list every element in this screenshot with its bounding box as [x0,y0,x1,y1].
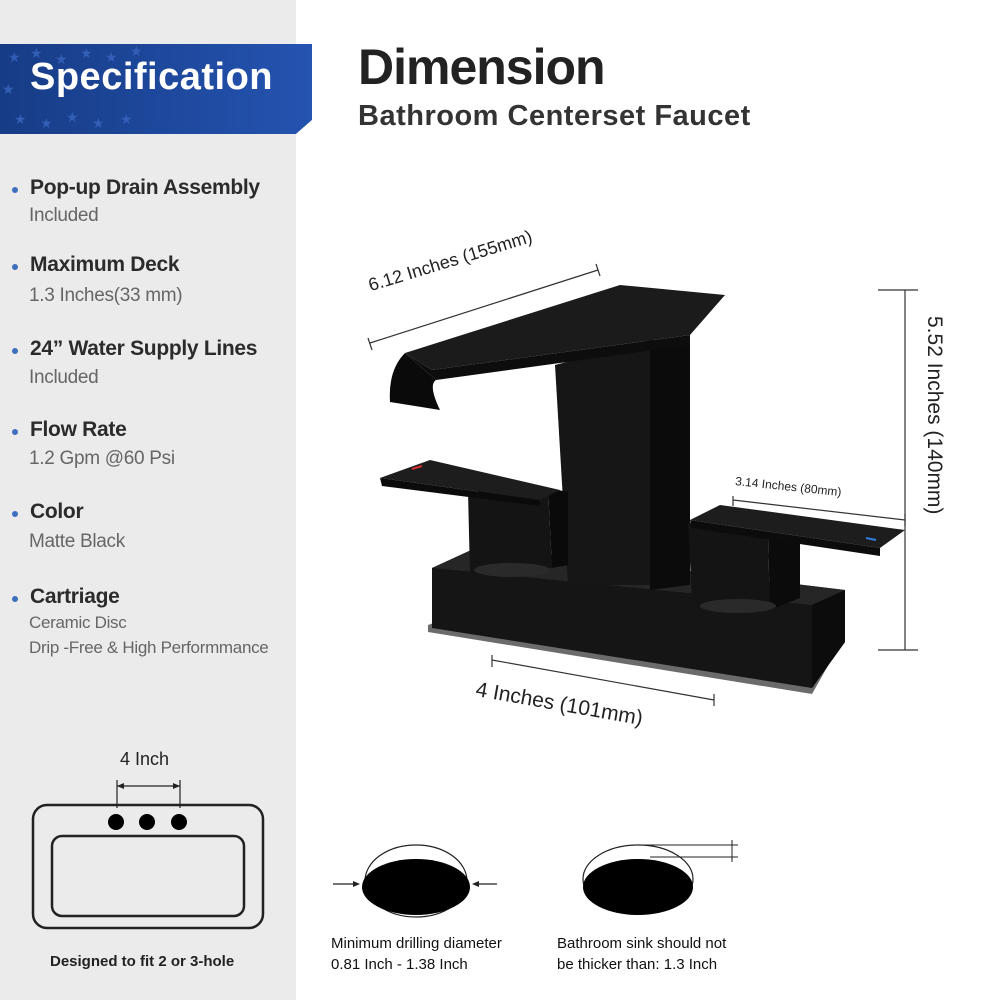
specification-panel [0,0,296,1000]
svg-text:★: ★ [8,49,21,65]
svg-text:★: ★ [40,115,53,131]
spec-label: Cartriage [30,585,120,608]
height-label: 5.52 Inches (140mm) [923,316,946,515]
bullet-icon [12,429,18,435]
caption-line: be thicker than: 1.3 Inch [557,956,718,973]
hole-spacing-label: 4 Inch [120,749,170,769]
spec-label: Maximum Deck [30,253,180,276]
faucet-dimension-drawing [367,263,918,706]
bullet-icon [12,187,18,193]
spec-label: Color [30,500,84,523]
svg-text:★: ★ [105,49,118,65]
bullet-icon [12,511,18,517]
svg-text:★: ★ [55,51,68,67]
drilling-diameter-diagram [333,844,497,918]
sink-caption: Designed to fit 2 or 3-hole [50,953,235,970]
svg-text:★: ★ [80,45,93,61]
banner-title: Specification [30,56,273,98]
page-title: Dimension [358,39,606,95]
svg-text:★: ★ [92,115,105,131]
page-subtitle: Bathroom Centerset Faucet [358,100,751,132]
dimension-lines [367,263,918,706]
spec-value: Matte Black [29,531,125,552]
caption-line: Bathroom sink should not [557,935,727,952]
spec-value: 1.3 Inches(33 mm) [29,285,183,306]
drilling-diameter-caption: Minimum drilling diameter 0.81 Inch - 1.… [331,933,502,975]
spec-value: 1.2 Gpm @60 Psi [29,448,175,469]
specification-banner: ★ ★ ★ ★ ★ ★ ★ ★ ★ ★ ★ ★ [0,44,312,134]
spec-value: Ceramic Disc [29,613,127,632]
banner-background: ★ ★ ★ ★ ★ ★ ★ ★ ★ ★ ★ ★ [0,44,312,134]
spec-value: Included [29,367,99,388]
sink-thickness-diagram [582,840,738,915]
caption-line: 0.81 Inch - 1.38 Inch [331,956,468,973]
spec-label: Flow Rate [30,418,127,441]
bullet-icon [12,596,18,602]
spec-label: Pop-up Drain Assembly [30,176,260,199]
bullet-icon [12,264,18,270]
bullet-icon [12,348,18,354]
thickness-caption: Bathroom sink should not be thicker than… [557,933,726,975]
sink-hole-diagram [31,780,265,930]
svg-text:★: ★ [30,45,43,61]
spec-label: 24” Water Supply Lines [30,337,258,360]
spec-value: Included [29,205,99,226]
svg-text:★: ★ [66,109,79,125]
svg-text:★: ★ [2,81,15,97]
hole-diagrams [333,840,738,918]
faucet-illustration [380,285,905,694]
svg-text:★: ★ [130,44,143,59]
caption-line: Minimum drilling diameter [331,935,502,952]
svg-text:★: ★ [14,111,27,127]
svg-text:★: ★ [120,111,133,127]
spec-value-secondary: Drip -Free & High Performmance [29,638,269,657]
